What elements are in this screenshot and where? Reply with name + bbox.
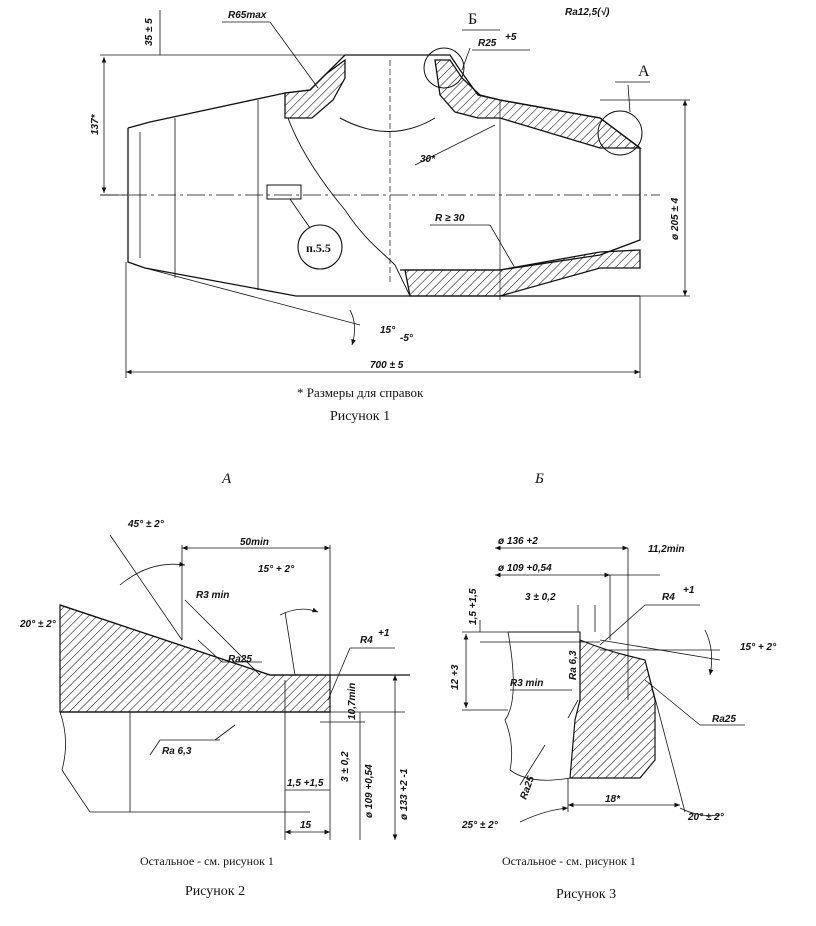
hatch-bottom [404, 249, 641, 297]
figure-2 [59, 534, 410, 840]
note-ref: п.5.5 [306, 241, 331, 255]
fig3-dim-11-2min: 11,2min [648, 544, 685, 555]
detail-circle-a [597, 110, 643, 156]
fig2-ra25: Ra25 [228, 654, 252, 665]
fig3-ra25-low: Ra25 [518, 774, 537, 801]
fig2-dim-45: 45° ± 2° [127, 519, 165, 530]
detail-circle-b [423, 47, 465, 89]
fig3-dim-12: 12 +3 [450, 664, 461, 690]
fig3-r4: R4 [662, 592, 675, 603]
dim-35: 35 ± 5 [144, 18, 155, 46]
figure3-note: Остальное - см. рисунок 1 [502, 854, 636, 868]
fig2-dim-15: 15° + 2° [258, 564, 295, 575]
hatch-top-left [284, 58, 346, 119]
dim-205: ø 205 ± 4 [670, 197, 681, 240]
figure1-caption: Рисунок 1 [330, 409, 391, 424]
dim-30: 30* [420, 154, 436, 165]
dim-angle-15: 15° [380, 325, 396, 336]
break-line [287, 117, 411, 297]
fig2-label: А [221, 471, 232, 487]
figure2-note: Остальное - см. рисунок 1 [140, 854, 274, 868]
fig2-dim-15-len: 15 [300, 820, 312, 831]
fig3-ra25: Ra25 [712, 714, 736, 725]
fig2-dim-133: ø 133 +2 -1 [399, 768, 410, 820]
fig3-dim-3: 3 ± 0,2 [525, 592, 556, 603]
fig2-dim-10-7min: 10,7min [347, 683, 358, 720]
fig3-ra6-3: Ra 6,3 [568, 650, 579, 680]
fig2-dim-109: ø 109 +0,54 [364, 764, 375, 818]
fig2-dim-20: 20° ± 2° [19, 619, 57, 630]
fig2-ra6-3: Ra 6,3 [162, 746, 192, 757]
note-circle [297, 224, 343, 270]
fig2-r4: R4 [360, 635, 373, 646]
fig2-dim-1-5: 1,5 +1,5 [287, 778, 324, 789]
footnote-reference-sizes: * Размеры для справок [297, 385, 424, 400]
roughness-symbol: Ra12,5(√) [565, 7, 610, 18]
fig2-r4-tol: +1 [378, 628, 390, 639]
hatch-top-right [434, 59, 642, 149]
dim-700: 700 ± 5 [370, 360, 404, 371]
fig3-dim-1-5: 1,5 +1,5 [468, 588, 479, 625]
figure-1 [100, 10, 690, 378]
dim-r25: R25 [478, 38, 497, 49]
dim-angle-15-tol: -5° [400, 333, 414, 344]
dim-137: 137* [90, 113, 101, 135]
dim-r-ge-30: R ≥ 30 [435, 213, 465, 224]
fig3-r4-tol: +1 [683, 585, 695, 596]
fig2-dim-3: 3 ± 0,2 [340, 751, 351, 782]
figure3-caption: Рисунок 3 [556, 887, 617, 902]
view-label-a: А [638, 63, 650, 80]
figure2-caption: Рисунок 2 [185, 884, 246, 899]
fig3-dim-18: 18* [605, 794, 621, 805]
hatch-fig3 [569, 639, 656, 779]
fig3-dim-15: 15° + 2° [740, 642, 777, 653]
fig3-dim-25: 25° ± 2° [461, 820, 499, 831]
hatch-fig2 [59, 604, 331, 713]
dim-r25-tol: +5 [505, 32, 517, 43]
fig3-r3min: R3 min [510, 678, 543, 689]
dim-r65max: R65max [228, 10, 267, 21]
fig2-dim-r3min: R3 min [196, 590, 229, 601]
fig2-outline-top [59, 604, 410, 676]
fig3-dim-136: ø 136 +2 [498, 536, 538, 547]
fig2-dim-50min: 50min [240, 537, 269, 548]
marking-rect [266, 184, 302, 200]
fig3-label: Б [534, 471, 544, 487]
body-outline-top-left [127, 92, 286, 129]
figure-3 [462, 545, 745, 823]
fig3-dim-20: 20° ± 2° [687, 812, 725, 823]
view-label-b: Б [468, 11, 477, 28]
fig3-dim-109: ø 109 +0,54 [498, 563, 552, 574]
